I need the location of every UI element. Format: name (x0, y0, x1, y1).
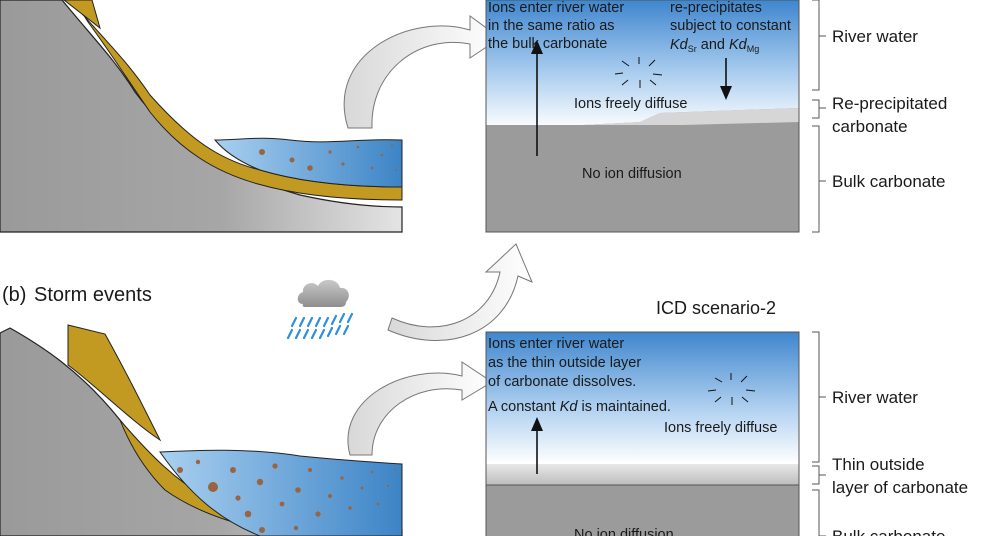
diffusion-arrows (614, 57, 663, 88)
diffusion-arrows (707, 373, 756, 405)
double-arrow-icon (387, 243, 533, 342)
s2-label-bulk: Bulk carbonate (832, 527, 945, 536)
rain-cloud-icon (286, 279, 354, 340)
landscape-a (0, 0, 403, 233)
s1-label-reprecip-1: Re-precipitated (832, 94, 947, 113)
s2-diffuse-label: Ions freely diffuse (664, 420, 777, 436)
s2-text-line1: Ions enter river water (488, 336, 624, 352)
scenario2-heading: ICD scenario-2 (656, 298, 776, 318)
panel-b-letter: (b) (2, 284, 26, 306)
scenario2-side-labels (812, 331, 826, 536)
scenario2-box: Ions enter river water as the thin outsi… (485, 331, 800, 536)
s2-text-line3: of carbonate dissolves. (488, 374, 636, 390)
scenario1-side-labels (812, 0, 826, 233)
panel-b-title: Storm events (34, 284, 152, 306)
s1-bulk-label: No ion diffusion (582, 166, 682, 182)
curved-arrow-icon (343, 15, 501, 129)
s1-text-line1: Ions enter river water (488, 0, 624, 16)
scenario1-box: Ions enter river water in the same ratio… (485, 0, 800, 233)
s2-bulk-label: No ion diffusion (574, 527, 674, 536)
s1-label-river: River water (832, 27, 918, 46)
curved-arrow-icon (347, 361, 493, 456)
s2-label-thin-2: layer of carbonate (832, 478, 968, 497)
s1-label-bulk: Bulk carbonate (832, 172, 945, 191)
landscape-b (0, 324, 403, 536)
s1-label-reprecip-2: carbonate (832, 117, 908, 136)
s1-text-line2: in the same ratio as (488, 18, 615, 34)
s2-text-line2: as the thin outside layer (488, 355, 641, 371)
s1-diffuse-label: Ions freely diffuse (574, 96, 687, 112)
s1-right-line1: re-precipitates (670, 0, 762, 16)
s2-label-river: River water (832, 388, 918, 407)
s2-label-thin-1: Thin outside (832, 455, 925, 474)
s1-text-line3: the bulk carbonate (488, 36, 607, 52)
s1-right-line2: subject to constant (670, 18, 791, 34)
